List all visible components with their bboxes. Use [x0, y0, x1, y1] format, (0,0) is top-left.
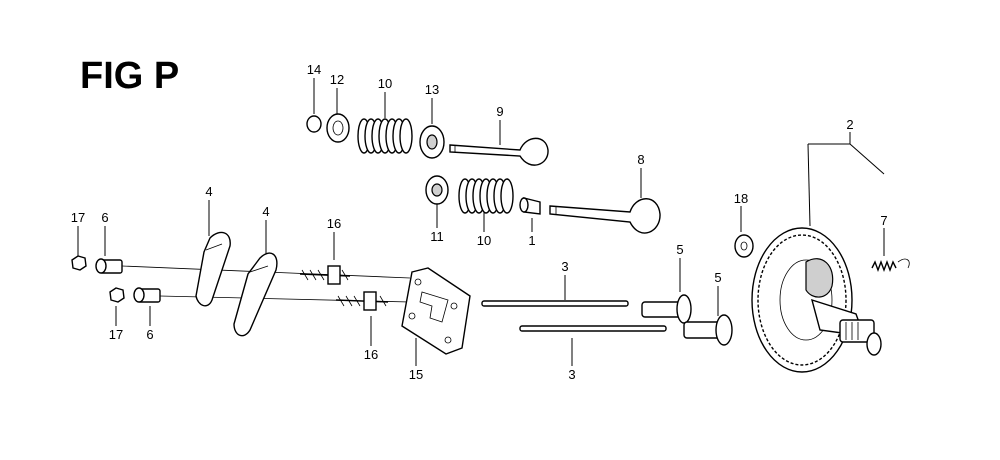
part-9-intake-valve [449, 120, 549, 166]
part-14-valve-cap [306, 78, 322, 133]
callout-3-lower: 3 [568, 367, 575, 382]
callout-7: 7 [880, 213, 887, 228]
part-5-valve-lifter-lower [683, 286, 733, 346]
part-11-spring-retainer [425, 175, 449, 228]
callout-12: 12 [330, 72, 344, 87]
callout-17-upper: 17 [71, 210, 85, 225]
callout-16-upper: 16 [327, 216, 341, 231]
part-10-valve-spring-upper [357, 92, 413, 154]
part-6-pivot-adjuster-upper [95, 226, 123, 274]
part-17-lock-nut-upper [71, 226, 87, 271]
part-10-valve-spring-lower [458, 178, 514, 232]
figure-title: FIG P [80, 55, 179, 97]
callout-8: 8 [637, 152, 644, 167]
callout-6-lower: 6 [146, 327, 153, 342]
part-18-washer [734, 206, 754, 258]
callout-13: 13 [425, 82, 439, 97]
callout-6-upper: 6 [101, 210, 108, 225]
part-3-push-rod-lower [519, 325, 667, 366]
callout-1: 1 [528, 233, 535, 248]
callout-2: 2 [846, 117, 853, 132]
callout-14: 14 [307, 62, 321, 77]
callout-16-lower: 16 [364, 347, 378, 362]
part-13-spring-retainer [419, 98, 445, 159]
callout-9: 9 [496, 104, 503, 119]
part-4-rocker-arm-right [233, 220, 278, 337]
part-6-pivot-adjuster-lower [133, 287, 161, 326]
part-3-push-rod-upper [481, 275, 629, 307]
part-2-camshaft-gear [751, 132, 885, 373]
part-16-pivot-bolt-upper [299, 232, 351, 285]
part-15-push-rod-guide-plate [401, 267, 471, 366]
callout-15: 15 [409, 367, 423, 382]
part-1-valve-cotter [519, 197, 541, 232]
callout-5-lower: 5 [714, 270, 721, 285]
part-7-spring [871, 228, 910, 272]
part-4-rocker-arm-left [195, 200, 231, 307]
part-16-pivot-bolt-lower [335, 291, 389, 346]
callout-4-left: 4 [205, 184, 212, 199]
callout-11: 11 [430, 229, 444, 244]
callout-17-lower: 17 [109, 327, 123, 342]
part-17-lock-nut-lower [109, 287, 125, 326]
callout-18: 18 [734, 191, 748, 206]
callout-5-upper: 5 [676, 242, 683, 257]
part-8-exhaust-valve [549, 168, 661, 234]
callout-4-right: 4 [262, 204, 269, 219]
part-5-valve-lifter-upper [641, 258, 692, 324]
callout-3-upper: 3 [561, 259, 568, 274]
part-12-valve-stem-seal [326, 88, 350, 143]
callout-10-upper: 10 [378, 76, 392, 91]
callout-10-lower: 10 [477, 233, 491, 248]
